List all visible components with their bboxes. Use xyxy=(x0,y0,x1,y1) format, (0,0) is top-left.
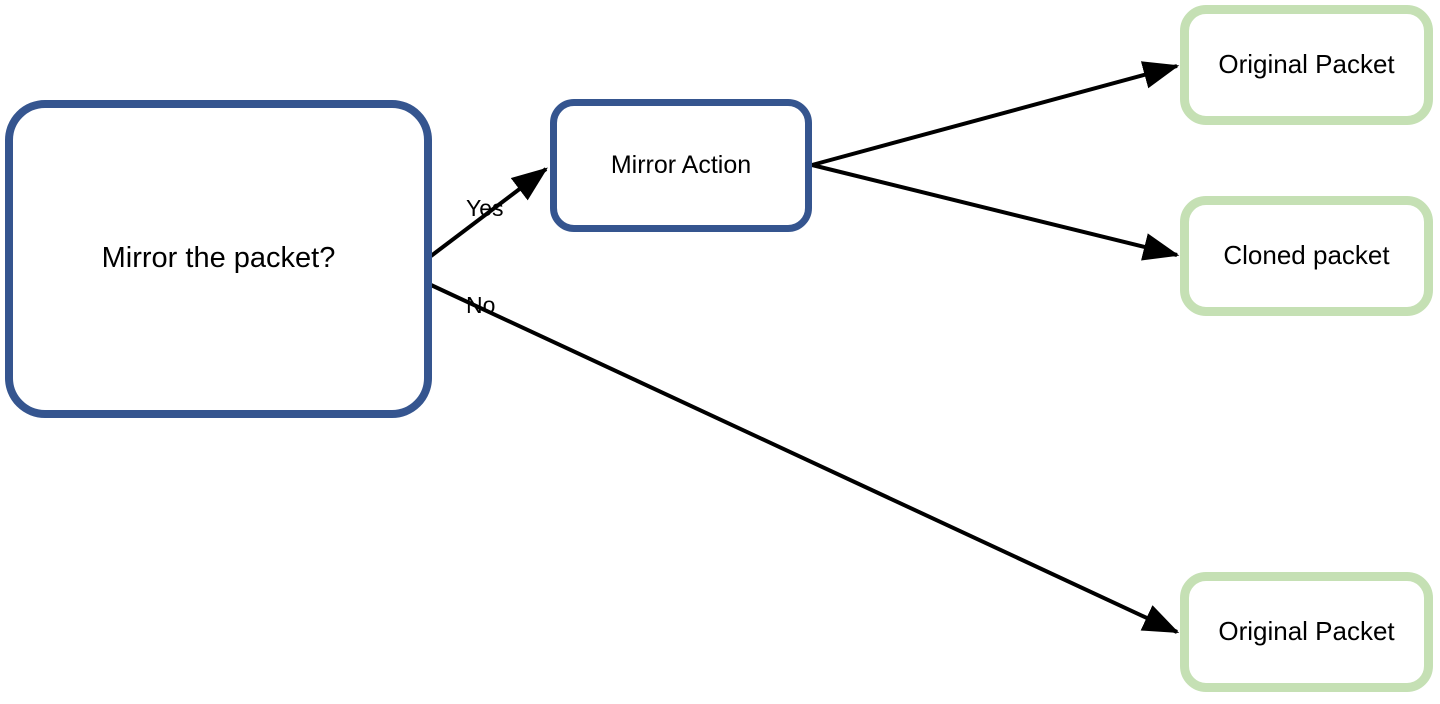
outcome-node-original-packet-bottom: Original Packet xyxy=(1180,572,1433,692)
decision-node-label: Mirror the packet? xyxy=(101,242,336,275)
edge-no-line xyxy=(430,283,1180,634)
edge-action-to-cloned-line xyxy=(811,163,1180,261)
action-node-label: Mirror Action xyxy=(610,151,752,180)
outcome-node-label: Cloned packet xyxy=(1223,240,1390,271)
edge-action-to-original-line xyxy=(811,61,1180,167)
outcome-node-label: Original Packet xyxy=(1218,49,1395,80)
edge-label-no: No xyxy=(466,292,496,318)
action-node-mirror-action: Mirror Action xyxy=(550,99,812,232)
outcome-node-original-packet-top: Original Packet xyxy=(1180,5,1433,125)
decision-node-mirror-the-packet: Mirror the packet? xyxy=(5,100,432,418)
edge-label-yes: Yes xyxy=(466,195,504,221)
outcome-node-label: Original Packet xyxy=(1218,616,1395,647)
outcome-node-cloned-packet: Cloned packet xyxy=(1180,196,1433,316)
